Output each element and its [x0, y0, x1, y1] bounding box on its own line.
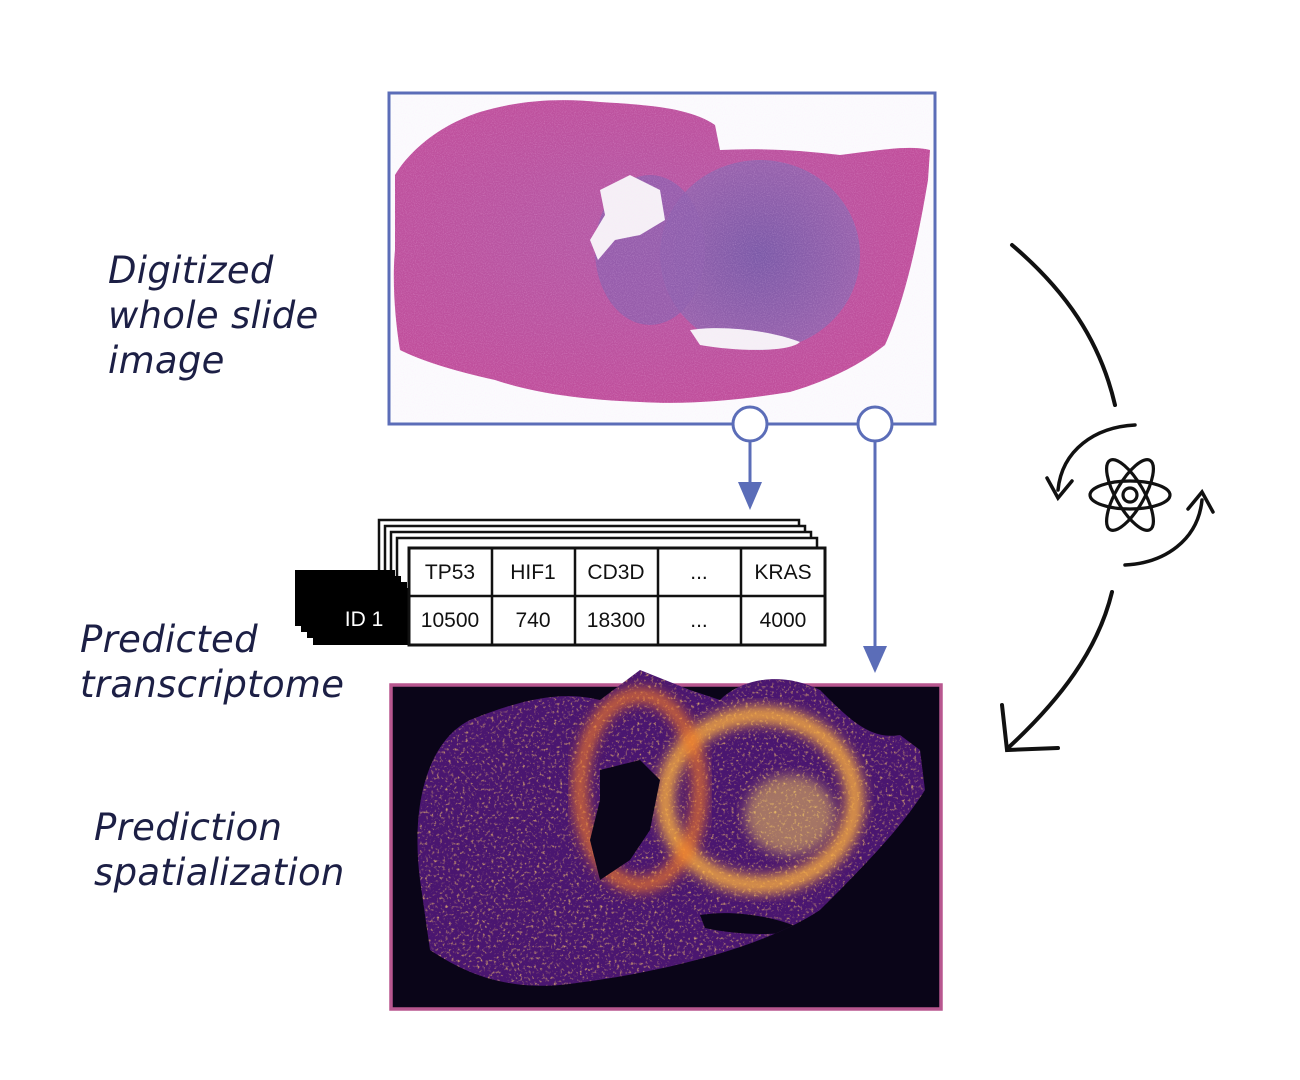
- heatmap-hole: [590, 760, 660, 880]
- gene-header: KRAS: [754, 561, 811, 584]
- gene-header: HIF1: [510, 561, 556, 584]
- transcriptome-table: ID 1 TP53 HIF1 CD3D ... KRAS 10500 740 1…: [295, 518, 827, 647]
- label-prediction-spatialization: Prediction spatialization: [94, 805, 345, 895]
- hotspot-core: [745, 775, 835, 855]
- label-line: image: [108, 339, 225, 382]
- whole-slide-image-panel: [387, 91, 937, 426]
- connector-node-heatmap: [856, 405, 894, 443]
- spatialization-heatmap-panel: [389, 670, 943, 1011]
- heatmap-vessel: [700, 913, 800, 934]
- expression-value: 18300: [587, 609, 645, 632]
- connector-node-table: [731, 405, 769, 443]
- row-id: ID 1: [345, 608, 384, 631]
- tissue-texture: [392, 96, 932, 421]
- label-line: Digitized: [108, 249, 274, 292]
- cycle-arc-bottom: [1006, 590, 1114, 750]
- atom-icon: [1088, 458, 1172, 532]
- expression-value: 4000: [760, 609, 807, 632]
- expression-value: 10500: [421, 609, 479, 632]
- id-tab-stack: ID 1: [295, 570, 409, 645]
- expression-value: 740: [515, 609, 550, 632]
- expression-value: ...: [690, 609, 708, 632]
- id-tab: [313, 588, 409, 645]
- hotspot-ring: [656, 706, 864, 894]
- hotspot-ring-left: [573, 688, 707, 892]
- cycle-arrow: [1000, 243, 1117, 753]
- table-front: TP53 HIF1 CD3D ... KRAS 10500 740 18300 …: [407, 546, 827, 647]
- label-predicted-transcriptome: Predicted transcriptome: [80, 617, 344, 707]
- arrowhead-heatmap: [863, 646, 887, 673]
- gene-header: TP53: [425, 561, 475, 584]
- label-line: transcriptome: [80, 663, 345, 706]
- label-line: Prediction: [94, 806, 283, 849]
- arrowhead-table: [738, 482, 762, 510]
- gene-header: CD3D: [587, 561, 644, 584]
- label-whole-slide-image: Digitized whole slide image: [108, 248, 319, 383]
- label-line: Predicted: [80, 618, 258, 661]
- cycle-arrowhead: [1000, 703, 1060, 753]
- label-line: whole slide: [108, 294, 319, 337]
- label-line: spatialization: [94, 851, 345, 894]
- atom-refresh-icon: [1045, 423, 1215, 567]
- gene-header: ...: [690, 561, 708, 584]
- connectors: [731, 405, 894, 673]
- cycle-arc-top: [1010, 243, 1117, 407]
